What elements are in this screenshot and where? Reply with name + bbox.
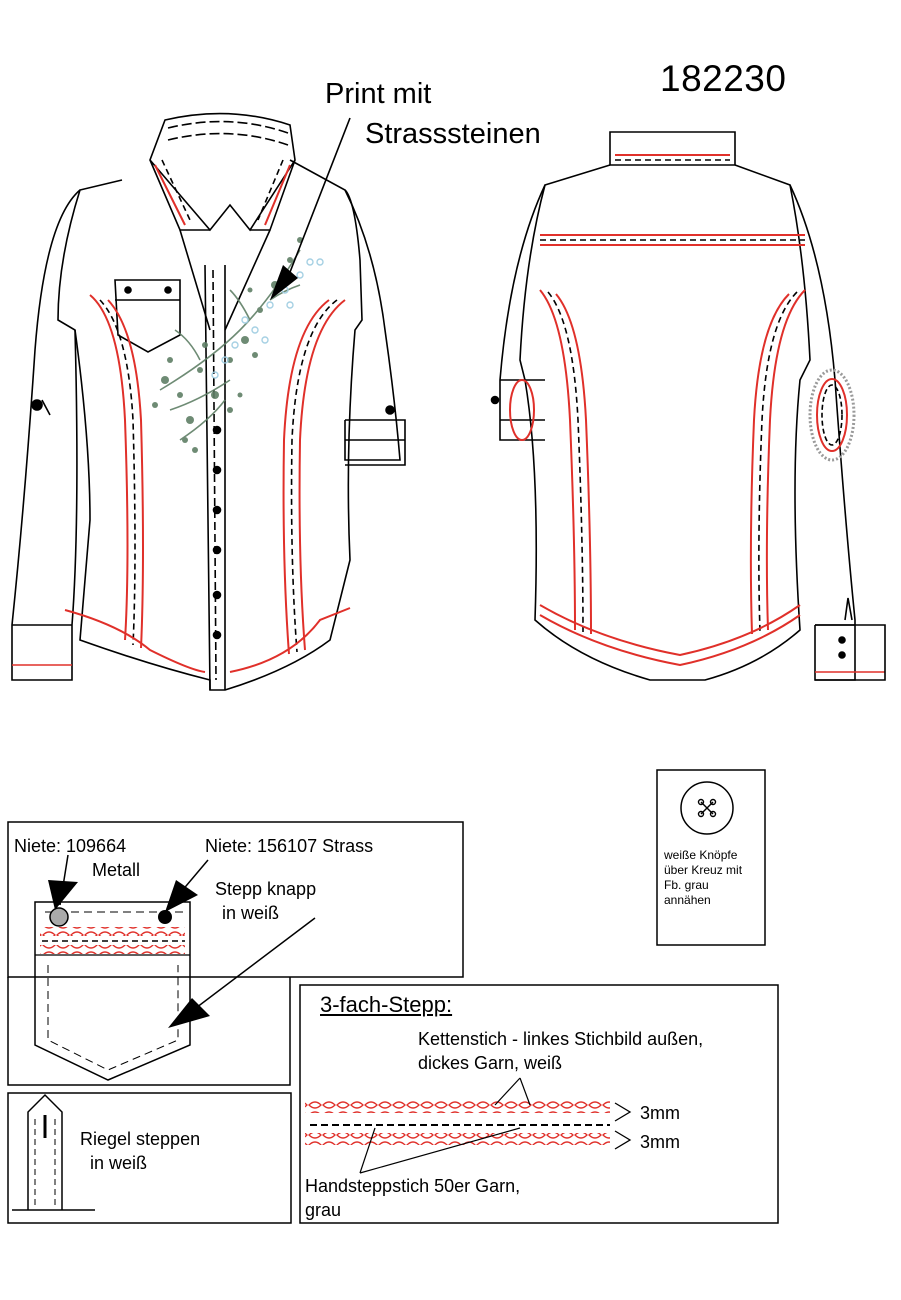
button-note-line4: annähen (664, 893, 711, 907)
hand-stitch-line1: Handsteppstich 50er Garn, (305, 1176, 521, 1196)
floral-rhinestone-print (152, 237, 324, 453)
button-note-line2: über Kreuz mit (664, 863, 743, 877)
stitch-note-line1: Stepp knapp (215, 879, 317, 899)
front-collar (149, 112, 296, 232)
back-right-sleeve (789, 184, 856, 681)
front-right-sleeve (344, 189, 401, 461)
style-number: 182230 (660, 58, 787, 99)
front-body-outline (57, 159, 363, 691)
elbow-patch (808, 368, 856, 462)
cross-stitch-icon (697, 798, 717, 818)
button-icon (680, 781, 734, 835)
metal-rivet (49, 907, 69, 927)
pocket-outline (34, 901, 191, 1081)
strass-rivet (158, 910, 172, 924)
pocket-detail-box (7, 821, 464, 1086)
stitch-note-line2: in weiß (222, 903, 280, 923)
bartack-line1: Riegel steppen (80, 1129, 201, 1149)
front-shirt (11, 112, 406, 691)
bartack-box (7, 1092, 292, 1224)
triple-stitch-box (299, 984, 779, 1224)
button-note-line3: Fb. grau (664, 878, 709, 892)
button-note-line1: weiße Knöpfe (664, 848, 738, 862)
button-note-box (656, 769, 766, 946)
back-yoke (609, 131, 736, 166)
rivet-metal-material: Metall (92, 860, 141, 880)
chain-stitch-line1: Kettenstich - linkes Stichbild außen, (418, 1029, 704, 1049)
back-shirt (490, 131, 886, 681)
chain-stitch-line2: dickes Garn, weiß (418, 1053, 563, 1073)
gap-label-2: 3mm (640, 1132, 680, 1152)
triple-stitch-title: 3-fach-Stepp: (320, 992, 453, 1017)
front-left-sleeve (11, 189, 81, 681)
gap-label-1: 3mm (640, 1103, 680, 1123)
bartack-line2: in weiß (90, 1153, 148, 1173)
back-left-sleeve (499, 184, 546, 441)
back-body-outline (519, 164, 811, 681)
front-placket (204, 264, 226, 691)
print-callout-line2: Strasssteinen (365, 118, 541, 150)
hand-stitch-line2: grau (305, 1200, 342, 1220)
print-callout-arrow (270, 117, 351, 300)
front-pocket (114, 279, 181, 353)
rivet-strass-label: Niete: 156107 Strass (205, 836, 374, 856)
rivet-metal-label: Niete: 109664 (14, 836, 127, 856)
print-callout-line1: Print mit (325, 78, 432, 110)
